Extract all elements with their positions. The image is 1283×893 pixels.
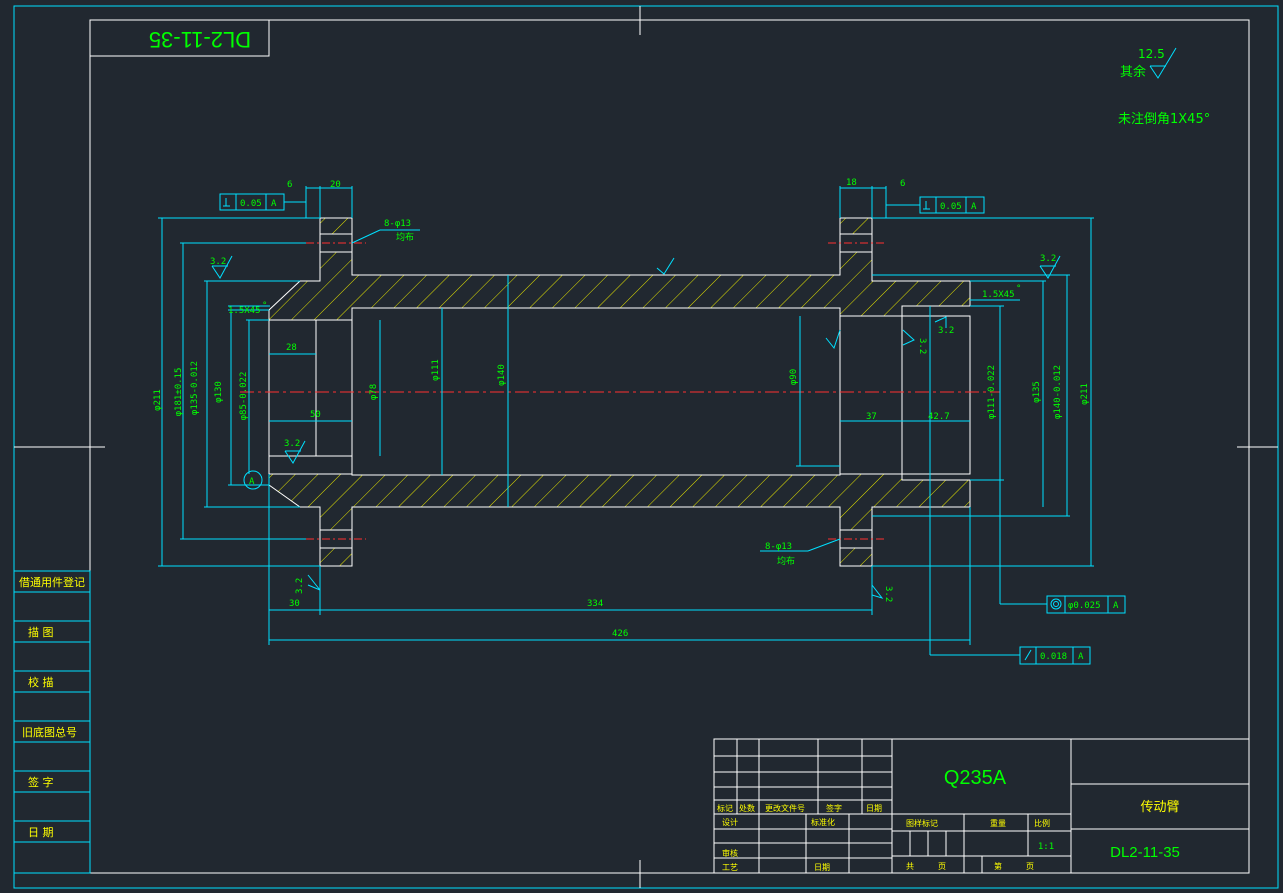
dim-111: φ111 xyxy=(431,359,441,381)
runout-tol: 0.018 xyxy=(1040,652,1067,662)
dim-140-right: φ140-0.012 xyxy=(1053,365,1063,419)
hdr-scale: 比例 xyxy=(1034,818,1050,828)
dim-42-7: 42.7 xyxy=(928,412,950,422)
conc-tol: φ0.025 xyxy=(1068,601,1101,611)
dim-78: φ78 xyxy=(369,384,379,400)
rough-left-top: 3.2 xyxy=(210,257,226,267)
rough-bottom-right: 3.2 xyxy=(883,586,893,602)
holes-left: 8-φ13 xyxy=(384,219,411,229)
hdr-date: 日期 xyxy=(866,804,882,813)
datum-a: A xyxy=(249,477,255,487)
chamfer-left: 1.5X45 xyxy=(228,306,261,316)
dim-140: φ140 xyxy=(497,364,507,386)
hdr-check: 审核 xyxy=(722,848,738,858)
rough-right-bore: 3.2 xyxy=(938,326,954,336)
hdr-page-no: 第 xyxy=(994,861,1002,871)
hdr-change-doc: 更改文件号 xyxy=(765,803,805,813)
tol-right-ref: A xyxy=(971,202,977,212)
dim-211-right: φ211 xyxy=(1080,383,1090,405)
rough-left-bore: 3.2 xyxy=(284,439,300,449)
holes-right: 8-φ13 xyxy=(765,542,792,552)
dim-211-left: φ211 xyxy=(153,389,163,411)
side-item-5: 日 期 xyxy=(28,826,54,839)
roughness-value: 12.5 xyxy=(1138,47,1165,61)
material: Q235A xyxy=(944,767,1007,789)
tol-left: 0.05 xyxy=(240,199,262,209)
holes-right-sub: 均布 xyxy=(777,555,795,567)
outer-frame xyxy=(13,5,1279,889)
dim-135-left: φ135-0.012 xyxy=(190,361,200,415)
chamfer-left-deg: ° xyxy=(262,301,267,311)
dim-50: 50 xyxy=(310,410,321,420)
dim-130: φ130 xyxy=(214,381,224,403)
dim-426: 426 xyxy=(612,629,628,639)
scale: 1:1 xyxy=(1038,842,1054,852)
dim-6-right: 6 xyxy=(900,179,905,189)
hdr-process: 工艺 xyxy=(722,863,738,872)
hdr-total: 共 xyxy=(906,862,914,871)
rough-bottom-left: 3.2 xyxy=(295,578,305,594)
rough-right-side: 3.2 xyxy=(917,338,927,354)
part-section-lower xyxy=(268,473,971,567)
hdr-weight: 重量 xyxy=(990,818,1006,828)
dim-111-right: φ111-0.022 xyxy=(987,365,997,419)
conc-ref: A xyxy=(1113,601,1119,611)
hdr-stage-mark: 图样标记 xyxy=(906,818,938,828)
dim-6-left: 6 xyxy=(287,180,292,190)
dim-30: 30 xyxy=(289,599,300,609)
part-section-upper xyxy=(268,217,971,321)
hdr-date2: 日期 xyxy=(814,863,830,872)
side-item-4: 签 字 xyxy=(28,775,54,789)
side-item-0: 借通用件登记 xyxy=(19,575,85,589)
tol-left-ref: A xyxy=(271,199,277,209)
rough-right-top: 3.2 xyxy=(1040,254,1056,264)
drawing-no: DL2-11-35 xyxy=(1110,844,1180,861)
chamfer-note: 未注倒角1X45° xyxy=(1118,112,1210,127)
chamfer-right-deg: ° xyxy=(1016,284,1021,294)
inner-frame xyxy=(89,19,1250,874)
part-name: 传动臂 xyxy=(1140,800,1179,815)
hdr-standardize: 标准化 xyxy=(811,817,835,827)
dim-334: 334 xyxy=(587,599,603,609)
tol-right: 0.05 xyxy=(940,202,962,212)
dim-90: φ90 xyxy=(789,369,799,385)
runout-ref: A xyxy=(1078,652,1084,662)
mirror-drawing-no: DL2-11-35 xyxy=(149,27,251,52)
hdr-signature: 签字 xyxy=(826,803,842,813)
dim-37: 37 xyxy=(866,412,877,422)
side-item-3: 旧底图总号 xyxy=(22,725,77,739)
dim-181: φ181±0.15 xyxy=(174,368,184,417)
hdr-mark: 标记 xyxy=(717,803,733,813)
dim-135-right: φ135 xyxy=(1032,381,1042,403)
roughness-note: 其余 xyxy=(1120,64,1146,80)
hdr-page: 页 xyxy=(938,862,946,871)
hdr-count: 处数 xyxy=(739,803,755,813)
hdr-page2: 页 xyxy=(1026,862,1034,871)
dim-85: φ85-0.022 xyxy=(239,372,249,421)
side-item-2: 校 描 xyxy=(28,675,54,689)
hdr-design: 设计 xyxy=(722,817,738,827)
dim-20-left: 20 xyxy=(330,180,341,190)
chamfer-right: 1.5X45 xyxy=(982,290,1015,300)
dim-28: 28 xyxy=(286,343,297,353)
dim-18-right: 18 xyxy=(846,178,857,188)
holes-left-sub: 均布 xyxy=(396,231,414,243)
side-item-1: 描 图 xyxy=(28,625,54,639)
